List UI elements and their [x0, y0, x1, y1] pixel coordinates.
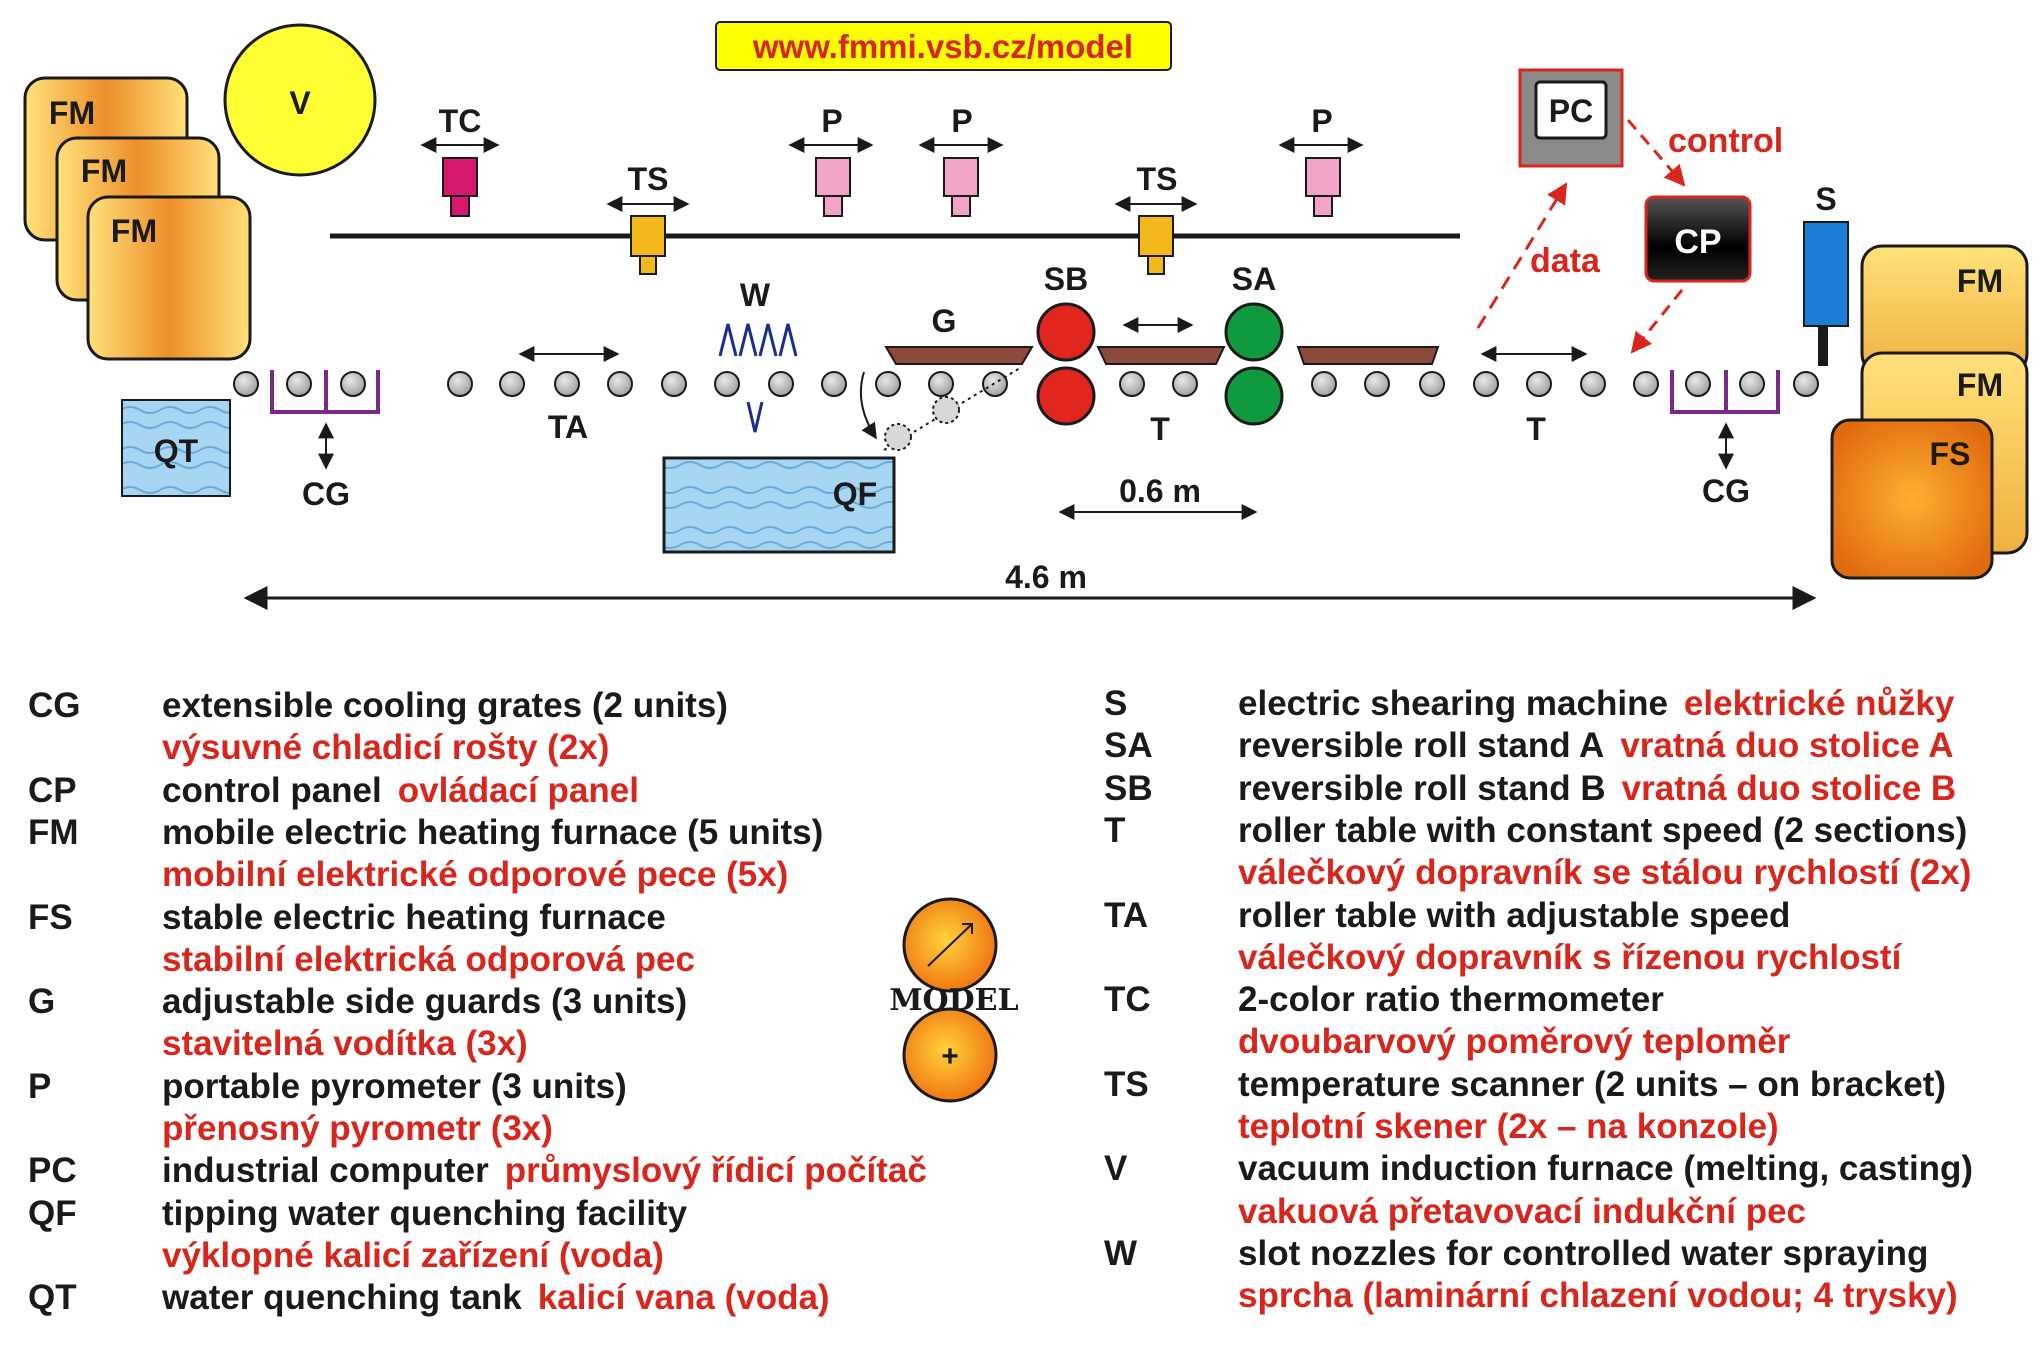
fm-label-5: FM	[1957, 367, 2003, 403]
pc-label: PC	[1549, 93, 1593, 129]
g-label: G	[932, 303, 957, 339]
quench-tank	[121, 399, 231, 497]
roller	[768, 371, 794, 397]
roller	[1311, 371, 1337, 397]
roller	[607, 371, 633, 397]
fm-label-3: FM	[111, 213, 157, 249]
roller	[928, 371, 954, 397]
dim-small-label: 0.6 m	[1119, 473, 1201, 509]
mobile-furnace-3	[86, 195, 252, 361]
roller	[1739, 371, 1765, 397]
roller	[1473, 371, 1499, 397]
control-label: control	[1668, 122, 1783, 160]
furnaces-right: FM FM FS	[1830, 244, 2029, 580]
roller	[340, 371, 366, 397]
fm-label-4: FM	[1957, 263, 2003, 299]
fm-label-1: FM	[49, 95, 95, 131]
w-label: W	[740, 277, 771, 313]
roller	[1526, 371, 1552, 397]
model-logo: + MODEL	[889, 897, 1019, 1103]
roller	[233, 371, 259, 397]
roller	[286, 371, 312, 397]
data-label: data	[1530, 242, 1601, 280]
cooling-grate-right: CG	[1670, 370, 1780, 509]
data-arrow	[1476, 182, 1568, 329]
temperature-scanner-left: TS	[606, 161, 690, 275]
cp-label: CP	[1674, 223, 1721, 261]
roller	[1793, 371, 1819, 397]
temperature-scanner-right: TS	[1114, 161, 1198, 275]
side-guide-1	[884, 346, 1034, 365]
roller	[447, 371, 473, 397]
tipping-quench-facility: QF	[662, 367, 1021, 554]
s-label: S	[1815, 181, 1836, 217]
sb-label: SB	[1044, 261, 1088, 297]
two-color-thermometer: TC	[420, 103, 500, 217]
t-label-2: T	[1526, 411, 1546, 447]
ts-label-left: TS	[628, 161, 669, 197]
ts-label-right: TS	[1137, 161, 1178, 197]
roller	[982, 371, 1008, 397]
roller	[499, 371, 525, 397]
ta-label: TA	[548, 409, 588, 445]
url-text: www.fmmi.vsb.cz/model	[752, 28, 1133, 65]
pyrometer-1: P	[788, 103, 874, 217]
electric-shear: S	[1803, 181, 1849, 366]
cp-output-arrow	[1630, 289, 1684, 354]
cooling-grate-left: CG	[270, 370, 380, 512]
control-arrow	[1626, 119, 1686, 187]
roller	[554, 371, 580, 397]
model-logo-text: MODEL	[889, 983, 1018, 1018]
pyrometer-2: P	[918, 103, 1004, 217]
url-box	[715, 21, 1172, 71]
mobile-furnaces-left: FM FM FM	[23, 76, 252, 361]
roller	[1172, 371, 1198, 397]
vacuum-furnace	[223, 23, 377, 177]
sa-label: SA	[1232, 261, 1276, 297]
roller	[1419, 371, 1445, 397]
pyrometer-3: P	[1278, 103, 1364, 217]
qt-label: QT	[154, 433, 199, 469]
p-label-3: P	[1311, 103, 1332, 139]
roller	[1364, 371, 1390, 397]
dim-large-label: 4.6 m	[1005, 559, 1087, 595]
roller	[1119, 371, 1145, 397]
roller	[1633, 371, 1659, 397]
side-guide-2	[1096, 346, 1226, 365]
stable-furnace	[1830, 418, 1994, 580]
roll-stand-a: SA	[1224, 261, 1284, 426]
roller-table	[233, 371, 1819, 397]
fm-label-2: FM	[81, 153, 127, 189]
control-panel: CP	[1644, 195, 1752, 283]
roller	[875, 371, 901, 397]
roller	[1580, 371, 1606, 397]
roller	[821, 371, 847, 397]
roll-stand-b: SB	[1036, 261, 1096, 426]
t-label-1: T	[1150, 411, 1170, 447]
cg-label-left: CG	[302, 476, 350, 512]
svg-text:+: +	[941, 1040, 959, 1073]
fs-label: FS	[1930, 436, 1971, 472]
p-label-2: P	[951, 103, 972, 139]
industrial-computer: PC	[1518, 68, 1624, 168]
cg-label-right: CG	[1702, 473, 1750, 509]
side-guide-3	[1296, 346, 1440, 365]
roller	[714, 371, 740, 397]
water-nozzles: W	[718, 277, 798, 433]
v-label: V	[289, 85, 311, 121]
tc-label: TC	[439, 103, 482, 139]
roller	[1685, 371, 1711, 397]
roller	[661, 371, 687, 397]
qf-label: QF	[833, 476, 877, 512]
p-label-1: P	[821, 103, 842, 139]
